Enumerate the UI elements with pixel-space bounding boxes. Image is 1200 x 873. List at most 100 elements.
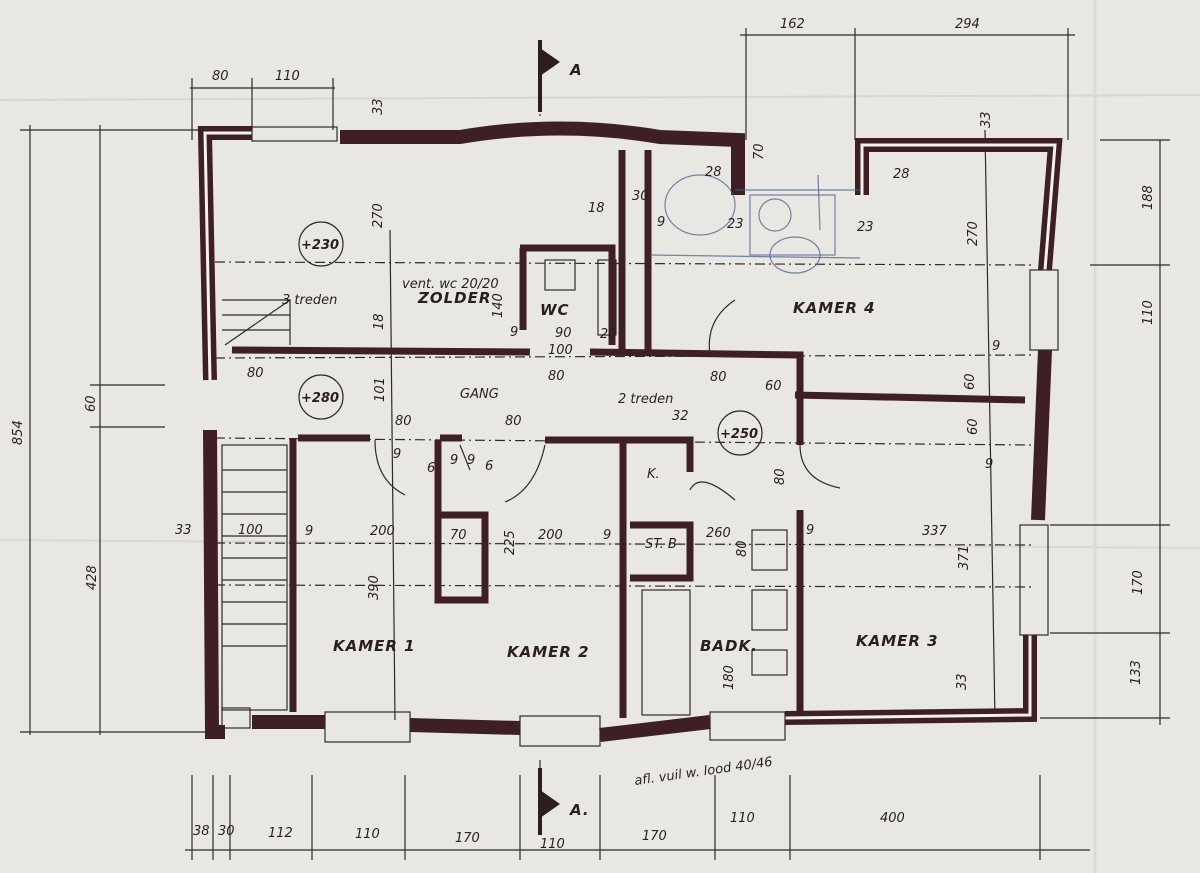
dim-left-854: 854 [11, 420, 26, 445]
dim-60c: 60 [966, 418, 981, 435]
dimension-lines [20, 28, 1170, 860]
dim-28a: 28 [705, 165, 722, 180]
dim-60b: 60 [963, 373, 978, 390]
room-label-badkamer: BADK. [700, 637, 758, 655]
dim-top-110: 110 [275, 69, 300, 84]
dim-80f: 80 [773, 468, 788, 485]
room-label-stb: ST. B [645, 537, 677, 552]
dim-9d: 9 [450, 453, 458, 468]
dim-100: 100 [548, 343, 573, 358]
level-zolder: +230 [301, 238, 339, 253]
dim-bottom-38: 38 [193, 824, 210, 839]
dim-9h: 9 [806, 523, 814, 538]
level-markers [298, 221, 763, 456]
dim-30: 30 [632, 189, 649, 204]
exterior-walls [197, 121, 1063, 742]
room-label-kamer2: KAMER 2 [507, 643, 590, 661]
dim-right-133: 133 [1129, 660, 1144, 685]
dim-6b: 6 [485, 459, 493, 474]
dim-9g: 9 [603, 528, 611, 543]
dim-top-33b: 33 [979, 111, 994, 128]
room-label-kamer1: KAMER 1 [333, 637, 416, 655]
staircase [221, 298, 291, 711]
dim-200b: 200 [538, 528, 563, 543]
dim-bottom-110b: 110 [355, 827, 380, 842]
door-swings [374, 299, 841, 503]
dim-70a: 70 [752, 143, 767, 160]
room-label-zolder: ZOLDER [417, 289, 491, 307]
windows [221, 126, 1059, 747]
dim-32: 32 [672, 409, 689, 424]
room-label-kamer4: KAMER 4 [793, 299, 876, 317]
room-label-kast: K. [647, 467, 660, 482]
dim-9b: 9 [992, 339, 1000, 354]
dim-80b: 80 [548, 369, 565, 384]
dim-270a: 270 [371, 203, 386, 228]
dim-bottom-170b: 170 [642, 829, 667, 844]
dim-90: 90 [555, 326, 572, 341]
dim-337: 337 [922, 524, 948, 539]
dim-28b: 28 [893, 167, 910, 182]
dim-bottom-30: 30 [218, 824, 235, 839]
dim-180: 180 [722, 665, 737, 690]
dimension-labels: 80 110 162 294 33 33 854 60 428 188 110 … [11, 17, 1156, 852]
dim-9a: 9 [657, 215, 665, 230]
dim-right-188: 188 [1141, 185, 1156, 210]
dim-100b: 100 [238, 523, 263, 538]
dim-60a: 60 [765, 379, 782, 394]
dim-18a: 18 [588, 201, 605, 216]
dim-left-60: 60 [84, 395, 99, 412]
dim-23b: 23 [857, 220, 874, 235]
level-hall: +250 [720, 427, 758, 442]
dim-80g: 80 [735, 540, 750, 557]
dim-23a: 23 [727, 217, 744, 232]
dim-top-162: 162 [780, 17, 805, 32]
dim-bottom-170a: 170 [455, 831, 480, 846]
pencil-sketch [649, 174, 861, 274]
dim-right-170: 170 [1131, 570, 1146, 595]
room-label-wc: WC [540, 301, 570, 319]
dim-80a: 80 [247, 366, 264, 381]
note-2-treden: 2 treden [618, 392, 673, 407]
dim-18b: 18 [372, 313, 387, 330]
dim-top-294: 294 [955, 17, 980, 32]
dim-140: 140 [491, 293, 506, 318]
dim-70b: 70 [450, 528, 467, 543]
dim-390: 390 [367, 575, 382, 600]
interior-walls [231, 150, 1026, 718]
section-label-bottom: A. [569, 801, 590, 819]
dim-260: 260 [706, 526, 731, 541]
dim-80d: 80 [505, 414, 522, 429]
dim-bottom-112: 112 [268, 826, 293, 841]
dim-bottom-110a: 110 [730, 811, 755, 826]
dim-80c: 80 [395, 414, 412, 429]
section-label-top: A [569, 61, 583, 79]
dim-225: 225 [503, 530, 518, 555]
dim-bottom-400: 400 [880, 811, 905, 826]
dim-101: 101 [373, 377, 388, 402]
dim-80e: 80 [710, 370, 727, 385]
dim-bottom-110c: 110 [540, 837, 565, 852]
dim-9e: 9 [467, 453, 475, 468]
dim-right-110: 110 [1141, 300, 1156, 325]
note-3-treden: 3 treden [282, 293, 337, 308]
dim-6a: 6 [427, 461, 435, 476]
bathroom-fixtures [544, 259, 788, 716]
room-label-gang: GANG [460, 387, 499, 402]
note-vent-wc: vent. wc 20/20 [402, 277, 499, 292]
room-label-kamer3: KAMER 3 [856, 632, 939, 650]
dim-33a: 33 [175, 523, 192, 538]
dim-9f: 9 [305, 524, 313, 539]
dim-33c: 33 [955, 673, 970, 690]
dim-left-428: 428 [85, 565, 100, 590]
dim-371: 371 [957, 545, 972, 570]
level-gang: +280 [301, 391, 339, 406]
dim-9i: 9 [510, 325, 518, 340]
dim-top-80: 80 [212, 69, 229, 84]
dim-200a: 200 [370, 524, 395, 539]
dim-9j: 9 [393, 447, 401, 462]
dim-20: 20 [600, 327, 617, 342]
section-markers [538, 40, 560, 835]
dim-270b: 270 [966, 221, 981, 246]
